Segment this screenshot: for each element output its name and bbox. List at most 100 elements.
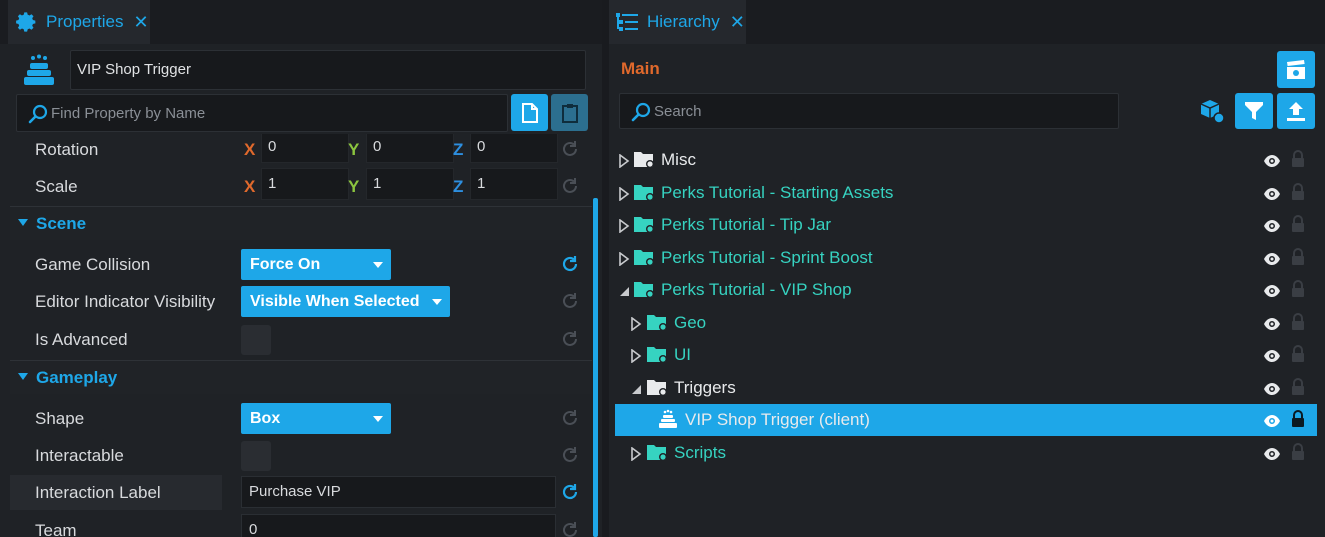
- eye-icon[interactable]: [1263, 348, 1281, 362]
- hierarchy-item-vip-shop-trigger[interactable]: VIP Shop Trigger (client): [615, 404, 1317, 436]
- reset-icon[interactable]: [559, 481, 581, 503]
- paste-properties-button[interactable]: [551, 94, 588, 131]
- reset-icon[interactable]: [559, 175, 581, 197]
- section-scene[interactable]: Scene: [10, 206, 592, 240]
- hierarchy-item-vip-shop[interactable]: Perks Tutorial - VIP Shop: [615, 274, 1317, 306]
- lock-icon[interactable]: [1291, 150, 1305, 168]
- tab-hierarchy[interactable]: Hierarchy ✕: [609, 0, 746, 44]
- cube-icon: [1200, 100, 1225, 124]
- eye-icon[interactable]: [1263, 153, 1281, 167]
- eye-icon[interactable]: [1263, 316, 1281, 330]
- expand-arrow-icon[interactable]: [629, 348, 643, 364]
- reset-icon[interactable]: [559, 138, 581, 160]
- eye-icon[interactable]: [1263, 186, 1281, 200]
- lock-icon[interactable]: [1291, 280, 1305, 298]
- hierarchy-root-label[interactable]: Main: [621, 59, 660, 78]
- expand-arrow-icon[interactable]: [617, 218, 631, 234]
- expand-arrow-icon[interactable]: [617, 251, 631, 267]
- hierarchy-item-triggers[interactable]: Triggers: [615, 372, 1317, 404]
- lock-icon[interactable]: [1291, 345, 1305, 363]
- property-game-collision: Game Collision Force On: [10, 246, 592, 283]
- hierarchy-item-label: Scripts: [674, 443, 726, 462]
- team-input[interactable]: 0: [241, 514, 556, 537]
- hierarchy-item-scripts[interactable]: Scripts: [615, 437, 1317, 469]
- scale-x-input[interactable]: 1: [261, 168, 349, 200]
- properties-scrollbar[interactable]: [593, 198, 598, 537]
- property-search-input[interactable]: [51, 95, 491, 131]
- search-icon: [630, 101, 652, 123]
- search-icon: [27, 103, 49, 125]
- reset-icon[interactable]: [559, 444, 581, 466]
- reset-icon[interactable]: [559, 407, 581, 429]
- reset-icon[interactable]: [559, 328, 581, 350]
- is-advanced-checkbox[interactable]: [241, 325, 271, 355]
- properties-list[interactable]: Rotation X 0 Y 0 Z 0 Scale X 1 Y 1 Z 1 S…: [10, 134, 595, 537]
- upload-button[interactable]: [1277, 93, 1315, 129]
- shape-dropdown[interactable]: Box: [241, 403, 391, 434]
- reset-icon[interactable]: [559, 519, 581, 537]
- folder-icon: [633, 149, 655, 169]
- lock-icon[interactable]: [1291, 443, 1305, 461]
- hierarchy-item-tip-jar[interactable]: Perks Tutorial - Tip Jar: [615, 209, 1317, 241]
- expand-arrow-icon[interactable]: [617, 186, 631, 202]
- reset-icon[interactable]: [559, 253, 581, 275]
- tab-properties[interactable]: Properties ✕: [8, 0, 150, 44]
- lock-icon[interactable]: [1291, 378, 1305, 396]
- copy-properties-button[interactable]: [511, 94, 548, 131]
- eye-icon[interactable]: [1263, 381, 1281, 395]
- eye-icon[interactable]: [1263, 251, 1281, 265]
- lock-icon[interactable]: [1291, 410, 1305, 428]
- rotation-y-input[interactable]: 0: [366, 134, 454, 163]
- property-team: Team 0: [10, 512, 592, 537]
- game-collision-dropdown[interactable]: Force On: [241, 249, 391, 280]
- expand-arrow-icon[interactable]: [629, 316, 643, 332]
- lock-icon[interactable]: [1291, 183, 1305, 201]
- reset-icon[interactable]: [559, 290, 581, 312]
- eye-icon[interactable]: [1263, 218, 1281, 232]
- collapse-arrow-icon[interactable]: [629, 381, 643, 395]
- section-gameplay[interactable]: Gameplay: [10, 360, 592, 394]
- hierarchy-item-geo[interactable]: Geo: [615, 307, 1317, 339]
- lock-icon[interactable]: [1291, 313, 1305, 331]
- property-label: Is Advanced: [35, 330, 128, 349]
- property-label: Game Collision: [35, 255, 151, 274]
- collapse-arrow-icon[interactable]: [617, 283, 631, 297]
- eye-icon[interactable]: [1263, 413, 1281, 427]
- object-name-field[interactable]: VIP Shop Trigger: [70, 50, 586, 90]
- network-folder-icon: [633, 182, 655, 202]
- network-folder-icon: [633, 247, 655, 267]
- hierarchy-search-input[interactable]: [654, 94, 1104, 128]
- dropdown-value: Visible When Selected: [250, 293, 420, 310]
- hierarchy-item-ui[interactable]: UI: [615, 339, 1317, 371]
- hierarchy-item-label: Perks Tutorial - VIP Shop: [661, 280, 852, 299]
- scale-z-input[interactable]: 1: [470, 168, 558, 200]
- eye-icon[interactable]: [1263, 283, 1281, 297]
- filter-button[interactable]: [1235, 93, 1273, 129]
- expand-arrow-icon[interactable]: [617, 153, 631, 169]
- interaction-label-input[interactable]: Purchase VIP: [241, 476, 556, 508]
- network-folder-icon: [633, 279, 655, 299]
- expand-arrow-icon[interactable]: [629, 446, 643, 462]
- hierarchy-item-starting-assets[interactable]: Perks Tutorial - Starting Assets: [615, 177, 1317, 209]
- editor-indicator-dropdown[interactable]: Visible When Selected: [241, 286, 450, 317]
- close-icon[interactable]: ✕: [729, 11, 745, 32]
- hierarchy-search[interactable]: [619, 93, 1119, 129]
- axis-z-label: Z: [453, 140, 464, 159]
- hierarchy-panel: Hierarchy ✕ Main Misc Perks: [609, 0, 1325, 537]
- scale-y-input[interactable]: 1: [366, 168, 454, 200]
- property-interactable: Interactable: [10, 437, 592, 474]
- hierarchy-item-misc[interactable]: Misc: [615, 144, 1317, 176]
- rotation-z-input[interactable]: 0: [470, 134, 558, 163]
- object-filter-button[interactable]: [1197, 96, 1227, 126]
- hierarchy-item-sprint-boost[interactable]: Perks Tutorial - Sprint Boost: [615, 242, 1317, 274]
- properties-tabbar: Properties ✕: [0, 0, 602, 44]
- lock-icon[interactable]: [1291, 215, 1305, 233]
- lock-icon[interactable]: [1291, 248, 1305, 266]
- eye-icon[interactable]: [1263, 446, 1281, 460]
- property-search[interactable]: [16, 94, 508, 132]
- rotation-x-input[interactable]: 0: [261, 134, 349, 163]
- scene-settings-button[interactable]: [1277, 51, 1315, 88]
- close-icon[interactable]: ✕: [133, 11, 149, 32]
- interactable-checkbox[interactable]: [241, 441, 271, 471]
- property-label: Interaction Label: [35, 483, 161, 502]
